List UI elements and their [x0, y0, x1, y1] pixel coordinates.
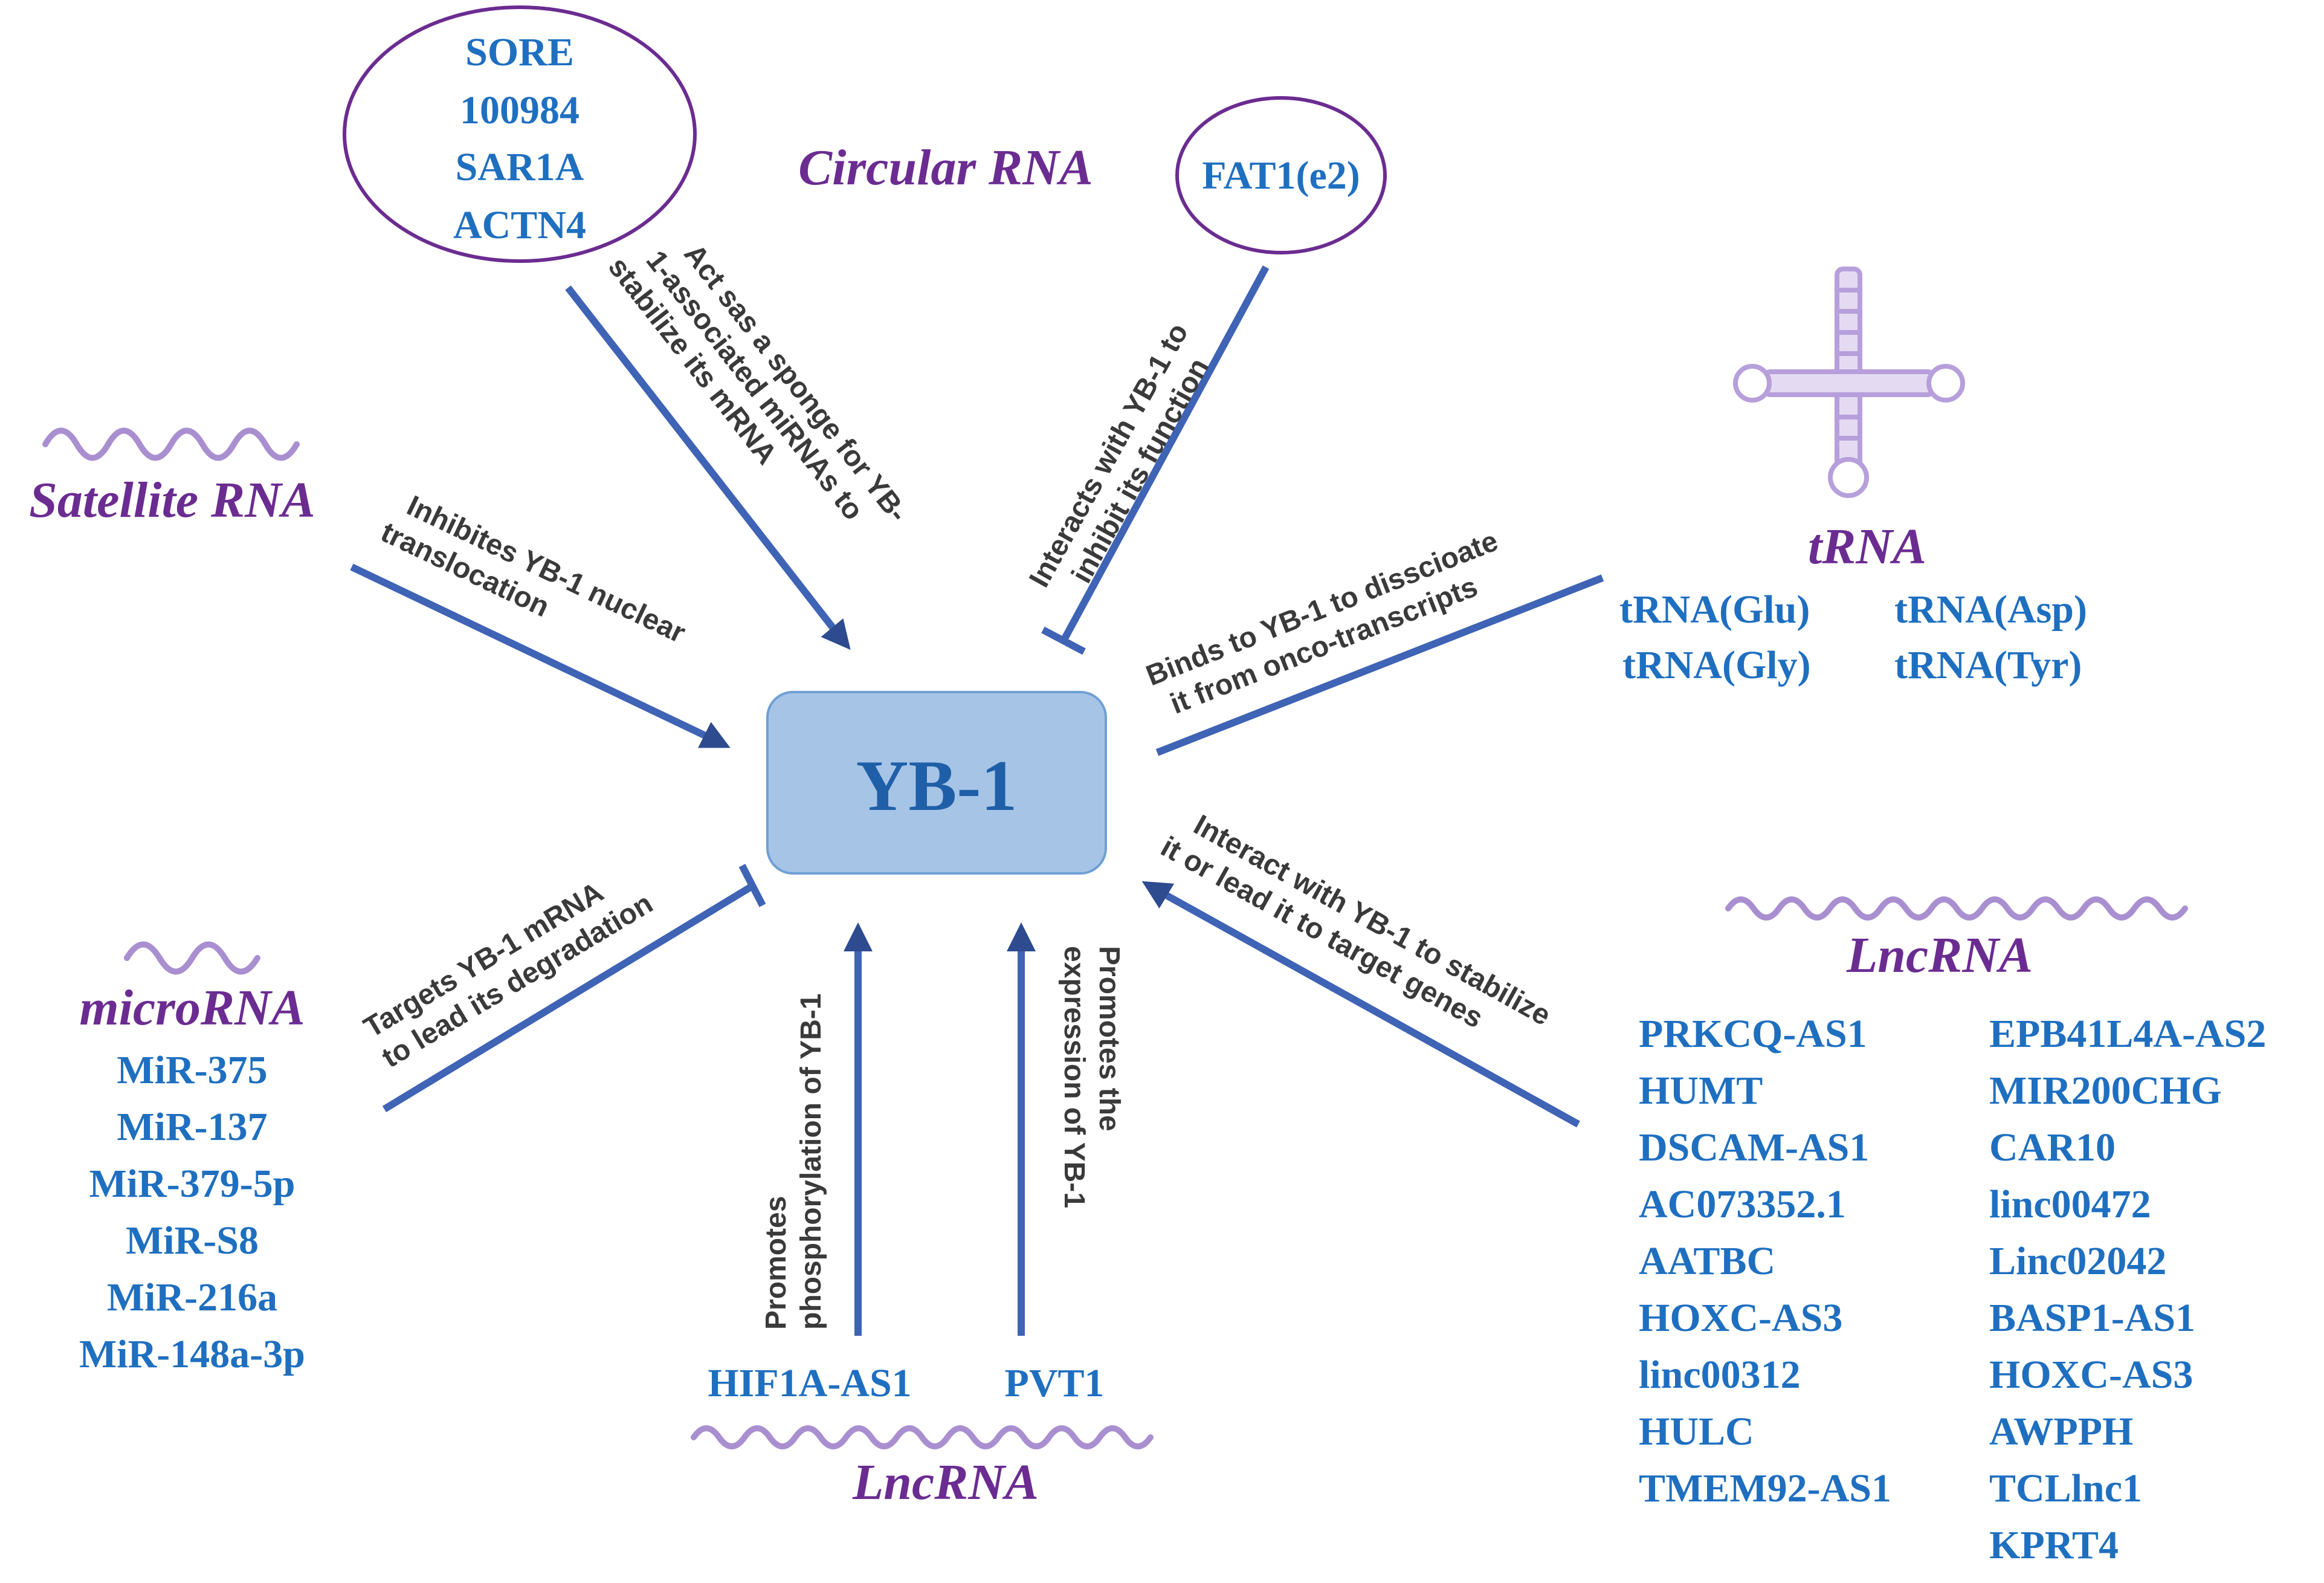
- microrna-item: MiR-S8: [126, 1219, 259, 1263]
- lncrna-right-arrow: [1152, 885, 1580, 1128]
- satellite-arrow: [350, 563, 721, 746]
- microrna-item: MiR-375: [117, 1048, 267, 1092]
- lncrna-right-arrow-shaft: [1141, 881, 1175, 909]
- fat1-label: FAT1(e2): [1202, 154, 1360, 198]
- lncrna-right-item: TMEM92-AS1: [1639, 1466, 1891, 1510]
- lncrna-right-wave-icon: [1725, 896, 2188, 921]
- lncrna-bottom-title: LncRNA: [852, 1454, 1039, 1510]
- microrna-inhibit-line: [382, 882, 755, 1113]
- hif1a-note-line: phosphorylation of YB-1: [795, 994, 827, 1330]
- lncrna-bottom-wave-icon: [691, 1425, 1154, 1449]
- fat1-inhibit-line: [1060, 265, 1270, 643]
- trna-note: Binds to YB-1 to disscioate it from onco…: [1142, 525, 1503, 720]
- pvt1-note-line: expression of YB-1: [1058, 946, 1090, 1208]
- trna-item: tRNA(Gly): [1622, 643, 1811, 687]
- trna-item: tRNA(Tyr): [1894, 643, 2082, 687]
- lncrna-right-note-line: it or lead it to target genes: [1155, 830, 1488, 1034]
- fat1-note: Interacts with YB-1 to inhibit its funct…: [1023, 318, 1215, 592]
- lncrna-right-note: Interact with YB-1 to stabilize it or le…: [1155, 809, 1556, 1034]
- lncrna-right-item: BASP1-AS1: [1989, 1296, 2195, 1340]
- circular-rna-oval: [343, 5, 697, 263]
- lncrna-bottom-item: HIF1A-AS1: [708, 1361, 911, 1405]
- fat1-inhibit-bar: [1041, 626, 1086, 655]
- lncrna-bottom-item: PVT1: [1005, 1361, 1105, 1405]
- microrna-item: MiR-379-5p: [89, 1162, 295, 1206]
- satellite-rna-group: Satellite RNA Inhibites YB-1 nuclear tra…: [29, 427, 731, 748]
- satellite-wave-icon: [42, 427, 300, 461]
- microrna-note: Targets YB-1 mRNA to lead its degradatio…: [358, 876, 658, 1074]
- trna-item: tRNA(Glu): [1619, 588, 1810, 632]
- lncrna-right-item: Linc02042: [1989, 1239, 2166, 1283]
- lncrna-right-item: linc00472: [1989, 1182, 2151, 1226]
- microrna-item: MiR-137: [117, 1105, 267, 1149]
- lncrna-right-item: AC073352.1: [1639, 1182, 1846, 1226]
- yb1-box: [766, 691, 1107, 875]
- hif1a-note: Promotes phosphorylation of YB-1: [760, 994, 827, 1330]
- trna-inhibit-line: [1155, 574, 1604, 756]
- microrna-group: microRNA MiR-375 MiR-137 MiR-379-5p MiR-…: [79, 864, 766, 1376]
- lncrna-right-item: HUMT: [1639, 1069, 1763, 1113]
- lncrna-right-item: HOXC-AS3: [1639, 1296, 1842, 1340]
- circular-rna-title: Circular RNA: [798, 140, 1093, 196]
- trna-group: tRNA tRNA(Glu) tRNA(Asp) tRNA(Gly) tRNA(…: [1142, 267, 2087, 756]
- lncrna-right-title: LncRNA: [1846, 927, 2033, 983]
- microrna-item: MiR-148a-3p: [79, 1332, 305, 1376]
- circular-rna-item: SAR1A: [456, 145, 584, 189]
- circular-rna-item: SORE: [465, 30, 574, 74]
- microrna-item: MiR-216a: [107, 1275, 277, 1319]
- microrna-wave-icon: [124, 941, 260, 975]
- yb1-label: YB-1: [856, 745, 1018, 826]
- satellite-rna-title: Satellite RNA: [29, 472, 315, 528]
- lncrna-right-item: KPRT4: [1989, 1523, 2119, 1567]
- trna-cloverleaf-icon: [1733, 267, 1965, 498]
- trna-item: tRNA(Asp): [1894, 588, 2087, 632]
- lncrna-right-note-line: Interact with YB-1 to stabilize: [1189, 809, 1556, 1032]
- satellite-arrow-shaft: [698, 722, 731, 748]
- lncrna-right-item: DSCAM-AS1: [1639, 1125, 1869, 1170]
- lncrna-right-item: MIR200CHG: [1989, 1069, 2222, 1113]
- lncrna-right-item: HOXC-AS3: [1989, 1353, 2193, 1397]
- lncrna-right-item: EPB41L4A-AS2: [1989, 1012, 2266, 1056]
- lncrna-right-item: PRKCQ-AS1: [1639, 1012, 1867, 1056]
- lncrna-right-item: CAR10: [1989, 1125, 2116, 1170]
- sponge-note-line: 1-associated miRNAs to: [640, 245, 870, 526]
- lncrna-right-item: AWPPH: [1989, 1410, 2133, 1454]
- yb1-center-node: YB-1: [766, 691, 1107, 875]
- microrna-inhibit-bar: [738, 864, 766, 907]
- trna-title: tRNA: [1808, 519, 1926, 575]
- hif1a-note-line: Promotes: [760, 1196, 792, 1330]
- lncrna-right-item: linc00312: [1639, 1353, 1801, 1397]
- microrna-title: microRNA: [79, 980, 305, 1036]
- lncrna-right-item: TCLlnc1: [1989, 1466, 2142, 1510]
- fat1-oval: [1175, 96, 1387, 254]
- lncrna-right-item: HULC: [1639, 1410, 1754, 1454]
- circular-rna-item: 100984: [460, 88, 579, 132]
- sponge-arrow: [565, 285, 846, 643]
- sponge-arrow-shaft: [821, 618, 851, 650]
- pvt1-note-line: Promotes the: [1093, 946, 1125, 1131]
- pvt1-note: Promotes the expression of YB-1: [1058, 946, 1125, 1208]
- circular-rna-item: ACTN4: [453, 203, 586, 247]
- lncrna-right-item: AATBC: [1639, 1239, 1775, 1283]
- lncrna-bottom-group: Promotes phosphorylation of YB-1 Promote…: [691, 922, 1154, 1510]
